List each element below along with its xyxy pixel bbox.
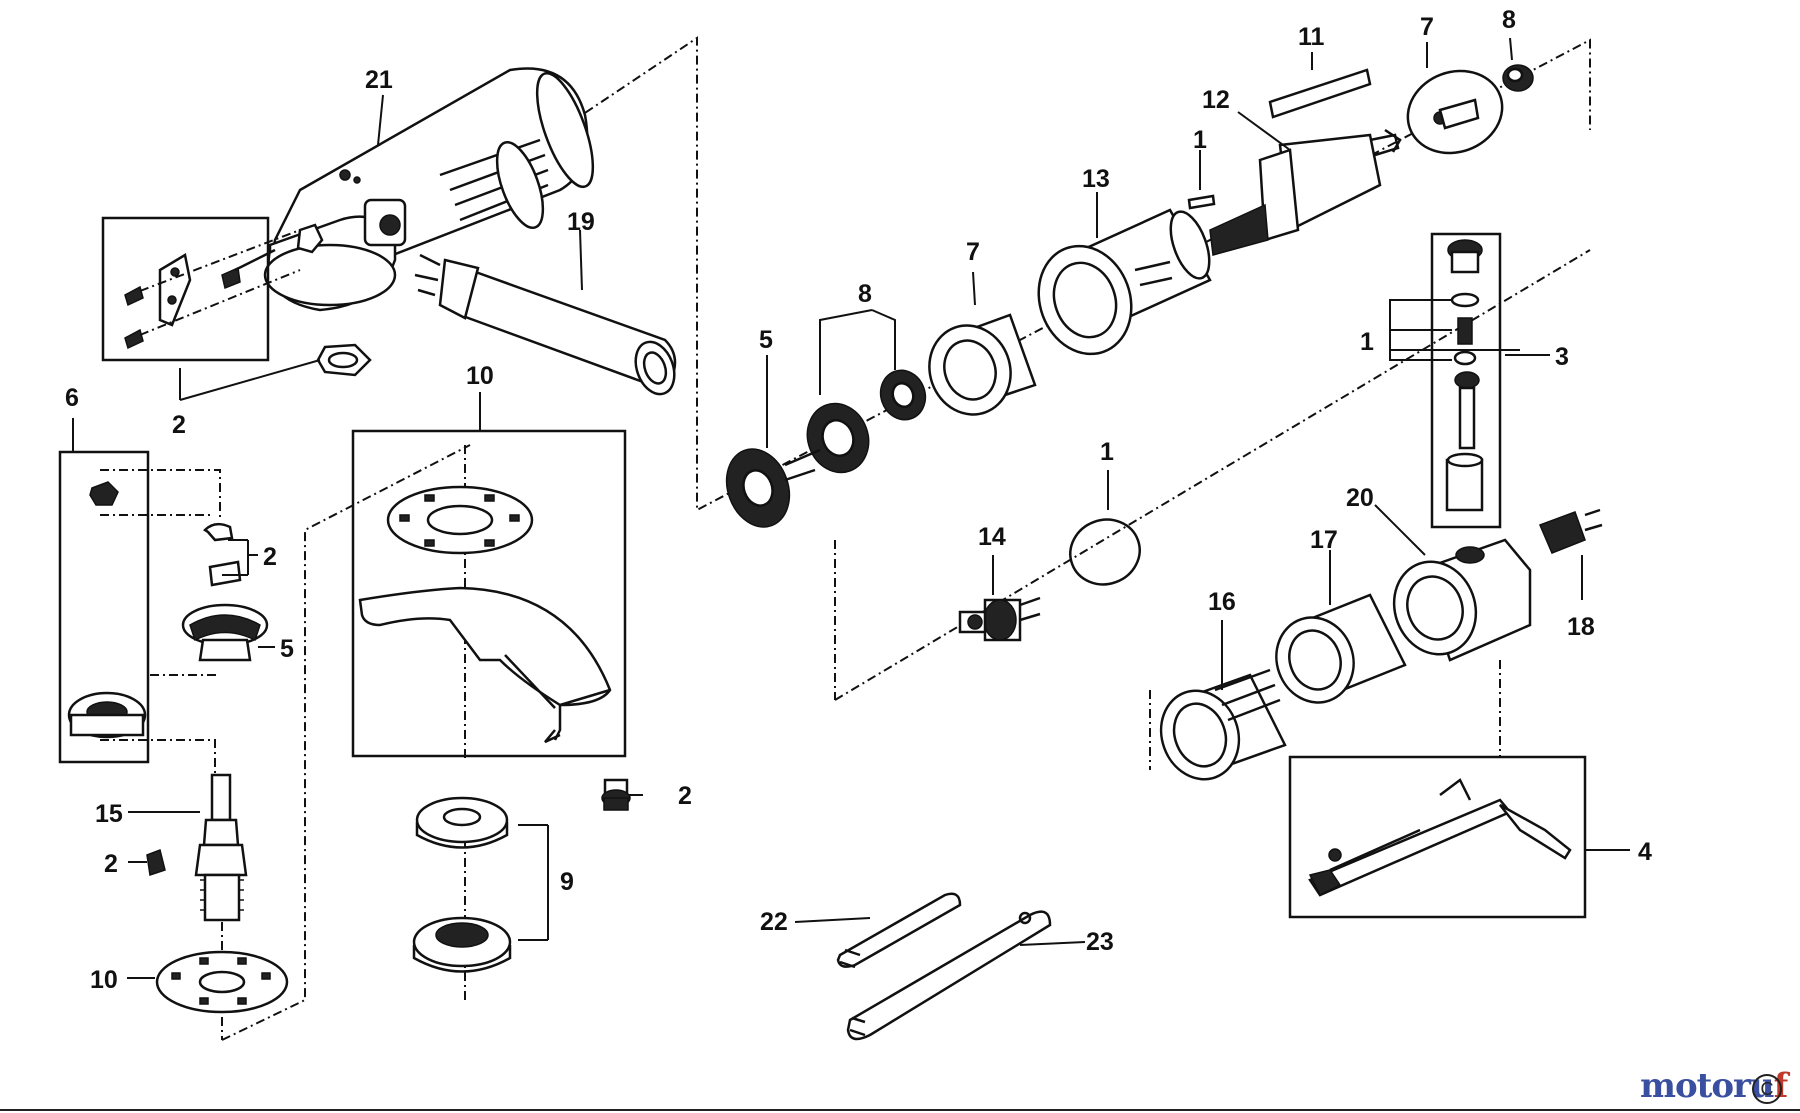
label-16: 16: [1208, 588, 1236, 616]
label-1b: 1: [1360, 328, 1374, 356]
label-2b: 2: [263, 543, 277, 571]
leader-lines: [72, 37, 1630, 979]
label-3: 3: [1555, 343, 1569, 371]
label-5a: 5: [280, 635, 294, 663]
bevel-pinion-gear: [725, 448, 821, 528]
spanner-wrench-small: [836, 892, 962, 969]
field-stator: [1037, 208, 1212, 356]
label-15: 15: [95, 800, 123, 828]
label-11: 11: [1298, 23, 1325, 51]
rear-bearing: [1502, 64, 1534, 92]
gear-housing-body: [263, 67, 595, 312]
cable-strain-relief: [1539, 508, 1603, 554]
inner-flange-and-clamping-nut: [412, 796, 512, 973]
label-13: 13: [1082, 165, 1110, 193]
label-22: 22: [760, 908, 788, 936]
label-8a: 8: [1502, 6, 1516, 34]
spanner-wrench-large: [846, 910, 1052, 1041]
boundary-line-main: [379, 36, 1591, 512]
armature: [1209, 128, 1402, 256]
label-17: 17: [1310, 526, 1338, 554]
label-10a: 10: [466, 362, 494, 390]
label-5b: 5: [759, 326, 773, 354]
end-cover: [1275, 593, 1407, 704]
label-2d: 2: [104, 850, 118, 878]
parts-box-switch-plunger: [1430, 232, 1502, 529]
label-19: 19: [567, 208, 595, 236]
on-off-switch-assembly: [1308, 778, 1572, 897]
brush-strip: [1268, 68, 1372, 119]
bearing-housing: [928, 313, 1037, 416]
part-labels: 21 19 2 6 2 5 10 2 9 15 2 10 11 7 8 12 1…: [65, 6, 1652, 994]
wheel-guard-flange-lower: [155, 950, 289, 1014]
side-handle: [414, 253, 677, 396]
parts-box-switch: [1288, 755, 1587, 919]
parts-box-spindle-assembly: [58, 450, 150, 764]
label-14: 14: [978, 523, 1006, 551]
switch-lever-small-parts: [124, 229, 301, 350]
label-10b: 10: [90, 966, 118, 994]
bearing-plate-small: [316, 343, 372, 377]
armature-key: [1187, 194, 1216, 210]
output-spindle: [194, 773, 248, 922]
label-20: 20: [1346, 484, 1374, 512]
boundary-line-left: [221, 444, 471, 1041]
parts-box-wheel-guard: [351, 429, 627, 758]
cooling-fan: [1406, 69, 1504, 155]
label-4: 4: [1638, 838, 1652, 866]
o-ring: [1069, 518, 1141, 586]
label-1c: 1: [1100, 438, 1114, 466]
spindle-nut-and-gear: [67, 481, 269, 739]
label-2c: 2: [678, 782, 692, 810]
label-2a: 2: [172, 411, 186, 439]
label-18: 18: [1567, 613, 1595, 641]
motor-rear-housing: [1392, 538, 1532, 662]
label-12: 12: [1202, 86, 1230, 114]
label-6: 6: [65, 384, 79, 412]
label-8b: 8: [858, 280, 872, 308]
threaded-ring: [1159, 668, 1287, 781]
label-21: 21: [365, 66, 393, 94]
switch-plunger-parts: [1445, 239, 1484, 512]
parts-box-switch-screws: [101, 216, 270, 362]
axis-line-left: [100, 469, 223, 1040]
guard-clamp-screw: [601, 778, 631, 811]
label-7a: 7: [1420, 13, 1434, 41]
label-7b: 7: [966, 238, 980, 266]
label-1a: 1: [1193, 126, 1207, 154]
copyright-mark: C: [1752, 1074, 1782, 1104]
front-bearings: [806, 369, 927, 474]
label-23: 23: [1086, 928, 1114, 956]
wheel-guard: [358, 485, 612, 744]
woodruff-key: [146, 848, 166, 876]
label-9: 9: [560, 868, 574, 896]
gearbox-pinion-shaft: [958, 596, 1041, 642]
